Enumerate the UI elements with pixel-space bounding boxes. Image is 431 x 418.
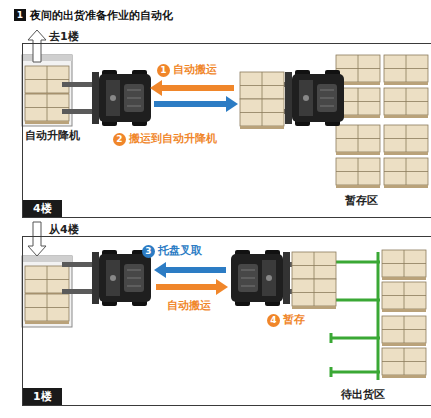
illustration-part [330,261,380,264]
floor-panel: 从4楼待出货区1楼 [22,236,431,406]
illustration-part [164,267,226,273]
illustration-part [240,72,284,102]
illustration-part [330,367,333,377]
elevator: 去1楼自动升降机 [23,30,95,146]
section-number: 1 [14,9,26,21]
storage-racks [336,55,431,188]
illustration-part [330,333,333,343]
illustration-part [25,294,69,324]
step-label: 搬运到自动升降机 [128,132,218,145]
illustration-part [28,222,46,256]
illustration-part [330,337,380,340]
illustration-part [154,101,228,107]
floor-tag: 1楼 [23,388,62,405]
illustration-part [384,88,428,118]
step-label: 自动搬运 [172,63,218,76]
illustration-part [382,282,426,312]
illustration-part [384,158,428,188]
illustration-part [384,55,428,85]
illustration-part [22,55,72,126]
illustration-part [22,256,72,262]
illustration-part [154,262,166,278]
step-label: 暂存 [282,313,306,326]
illustration-part [22,55,72,61]
flow-arrow [154,262,228,295]
callout-number: 3 [142,245,155,258]
illustration-part [62,250,151,306]
callout-number: 4 [267,314,280,327]
illustration-part [240,99,284,129]
illustration-part [330,371,380,374]
shipping-racks [330,252,380,380]
illustration-part [292,279,336,309]
illustration-part [160,85,234,91]
area-label: 待出货区 [341,388,385,401]
illustration-part [377,252,380,380]
shipping-area: 待出货区 [331,237,431,405]
flow-arrow [150,80,238,112]
illustration-part [28,30,46,62]
callout-number: 1 [157,64,170,77]
step-label: 自动搬运 [166,299,212,312]
illustration-part [382,348,426,378]
area-label: 暂存区 [345,194,378,207]
step-label: 托盘叉取 [157,244,203,257]
illustration-part [382,316,426,346]
illustration-part [292,252,336,282]
illustration-part [384,125,428,155]
illustration-part [216,279,228,295]
elevator-bottom [22,222,72,327]
illustration-part [150,80,162,96]
storage-area: 暂存区 [335,44,431,217]
illustration-part [226,96,238,112]
elevator: 从4楼 [23,223,95,263]
area-label: 去1楼 [49,30,79,43]
illustration-part [336,158,380,188]
shipping-loads [382,250,426,378]
illustration-part [25,66,69,96]
illustration-part [62,70,151,126]
illustration-part [336,125,380,155]
illustration-part [330,299,380,302]
illustration-part [156,284,218,290]
floor-tag: 4楼 [23,200,62,217]
callout-number: 2 [113,133,126,146]
area-label: 自动升降机 [25,129,80,142]
area-label: 从4楼 [49,223,79,236]
floor-panel: 去1楼自动升降机暂存区4楼 [22,43,431,218]
illustration-part [382,250,426,280]
title: 夜间的出货准备作业的自动化 [30,9,173,23]
